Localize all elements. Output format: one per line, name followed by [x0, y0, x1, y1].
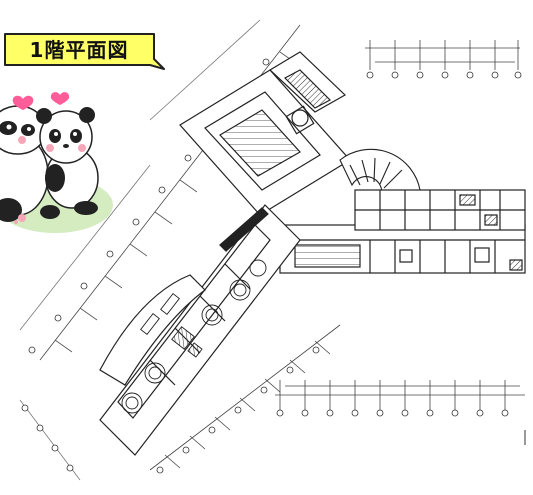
panda-couple-illustration	[0, 105, 113, 233]
heart-icon	[12, 92, 70, 110]
dimension-circles-top-right	[366, 71, 522, 79]
dimension-circles-lower	[21, 346, 320, 474]
building-right-wing	[279, 189, 526, 274]
dimension-line-bottom-right	[275, 380, 525, 410]
building-lower-wing	[99, 204, 301, 456]
page-title: 1階平面図	[29, 38, 129, 62]
title-callout: 1階平面図	[4, 33, 165, 71]
building-upper-block	[179, 51, 351, 216]
callout-box	[4, 33, 165, 70]
building-lower-rooms	[121, 259, 267, 414]
dimension-circles-bottom-right	[276, 409, 509, 417]
dimension-line-top-right	[365, 40, 520, 70]
